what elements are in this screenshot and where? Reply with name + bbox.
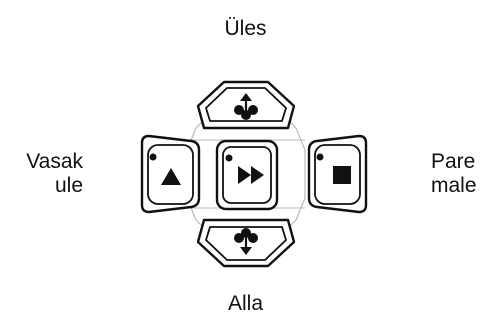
indicator-dot xyxy=(149,153,157,161)
triangle-icon xyxy=(161,168,181,185)
right-button[interactable] xyxy=(307,134,368,214)
label-right-line1: Pare xyxy=(431,150,476,173)
indicator-dot xyxy=(225,154,233,162)
down-button[interactable] xyxy=(196,218,296,268)
label-right: Pare male xyxy=(431,150,477,198)
label-down: Alla xyxy=(227,292,264,315)
up-arrow-clover-icon xyxy=(234,93,258,120)
square-icon xyxy=(333,166,351,184)
indicator-dot xyxy=(316,153,324,161)
label-right-line2: male xyxy=(431,174,477,197)
label-left-line2: ule xyxy=(54,174,83,197)
center-button[interactable] xyxy=(215,139,279,211)
label-left-line1: Vasak xyxy=(26,150,83,173)
label-left: Vasak ule xyxy=(0,150,83,198)
down-arrow-clover-icon xyxy=(234,228,258,255)
fast-forward-icon xyxy=(238,166,264,184)
label-up: Üles xyxy=(224,17,267,40)
left-button[interactable] xyxy=(140,134,201,214)
up-button[interactable] xyxy=(196,80,296,130)
